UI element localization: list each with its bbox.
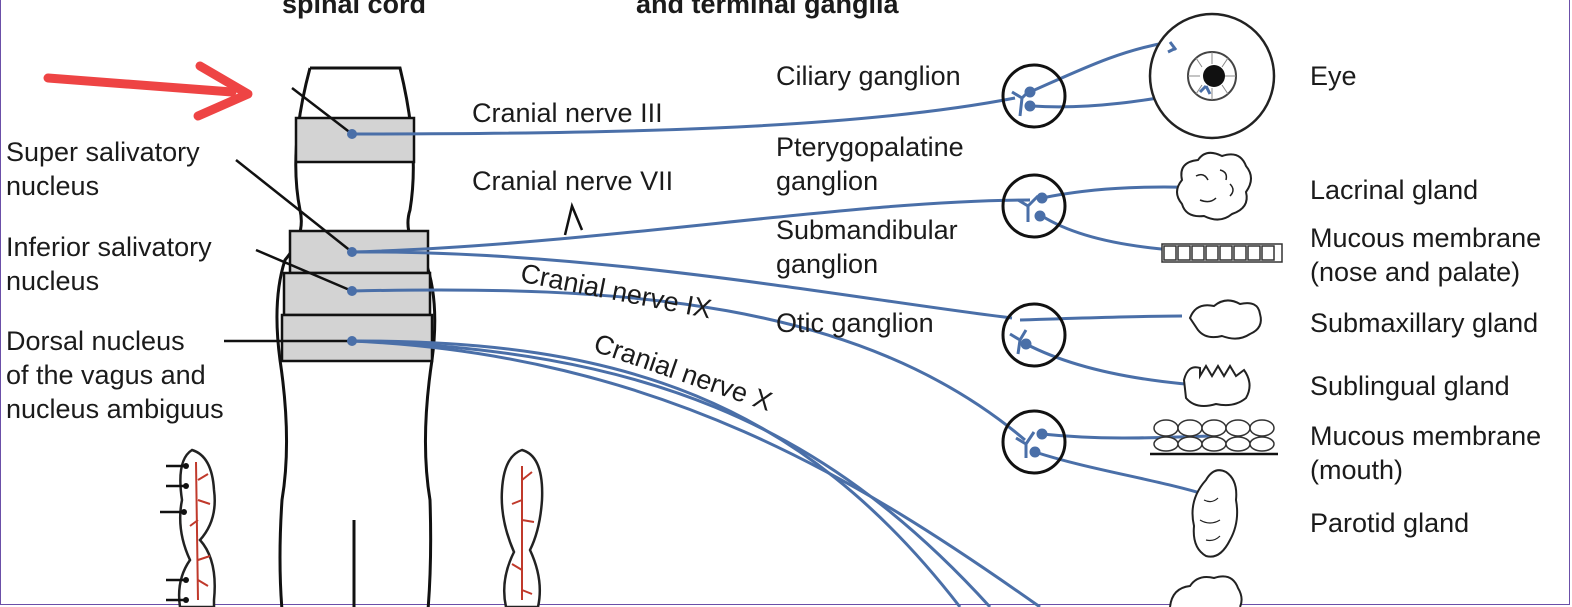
nerve-fibers	[351, 40, 1213, 607]
label-cranial-nerve-iii: Cranial nerve III	[472, 98, 663, 128]
pterygopalatine-ganglion-circle	[1001, 173, 1067, 239]
mucous-membrane-nose-illustration	[1161, 243, 1283, 263]
parotid-gland-illustration	[1191, 469, 1239, 558]
label-submandibular-ganglion: Submandibular ganglion	[776, 215, 958, 279]
partial-gland-illustration	[1169, 575, 1243, 607]
label-mucous-membrane-nose: Mucous membrane (nose and palate)	[1310, 223, 1542, 287]
brainstem-outline	[275, 66, 437, 607]
label-mucous-membrane-mouth: Mucous membrane (mouth)	[1310, 421, 1542, 485]
label-superior-salivatory-nucleus: Super salivatory nucleus	[6, 137, 200, 201]
heading-terminal-ganglia: and terminal ganglia	[636, 0, 899, 19]
fiber-cn3	[351, 96, 1016, 136]
otic-ganglion-circle	[1001, 302, 1067, 368]
eye-illustration	[1148, 12, 1276, 140]
label-parotid-gland: Parotid gland	[1310, 508, 1470, 538]
nucleus-dots	[347, 129, 357, 346]
ganglia	[1001, 63, 1067, 475]
nucleus-bands	[280, 116, 434, 363]
nucleus-band-cn10	[280, 313, 434, 363]
submandibular-ganglion-circle	[1001, 409, 1067, 475]
capillary-right	[500, 448, 544, 607]
submaxillary-gland-illustration	[1188, 299, 1262, 340]
fiber-cn10-a	[351, 339, 962, 607]
synapse-marks	[1009, 86, 1048, 458]
fiber-cn10-b	[351, 339, 992, 607]
fiber-cn7-a	[351, 198, 1031, 254]
ciliary-ganglion-circle	[1001, 63, 1067, 129]
label-submaxillary-gland: Submaxillary gland	[1310, 308, 1539, 338]
label-lacrimal-gland: Lacrinal gland	[1310, 175, 1479, 205]
label-otic-ganglion: Otic ganglion	[776, 308, 934, 338]
capillary-left	[160, 448, 216, 607]
heading-spinal-cord: spinal cord	[282, 0, 427, 19]
label-inferior-salivatory-nucleus: Inferior salivatory nucleus	[6, 232, 212, 296]
leader-lines	[224, 87, 584, 343]
lacrimal-gland-illustration	[1176, 151, 1252, 221]
mucous-membrane-mouth-illustration	[1150, 419, 1278, 456]
fiber-cn10-c	[351, 339, 1041, 607]
label-sublingual-gland: Sublingual gland	[1310, 371, 1510, 401]
label-ciliary-ganglion: Ciliary ganglion	[776, 61, 961, 91]
label-eye: Eye	[1310, 61, 1357, 91]
label-pterygopalatine-ganglion: Pterygopalatine ganglion	[776, 132, 964, 196]
sublingual-gland-illustration	[1182, 364, 1251, 407]
fiber-cn7-b	[351, 250, 1013, 320]
fiber-cn9	[351, 288, 1026, 442]
label-cranial-nerve-vii: Cranial nerve VII	[472, 166, 674, 196]
label-dorsal-nucleus-vagus: Dorsal nucleus of the vagus and nucleus …	[6, 326, 224, 424]
nucleus-band-cn3	[294, 116, 416, 164]
nucleus-band-cn9	[282, 271, 432, 317]
annotation-arrow	[43, 61, 253, 121]
